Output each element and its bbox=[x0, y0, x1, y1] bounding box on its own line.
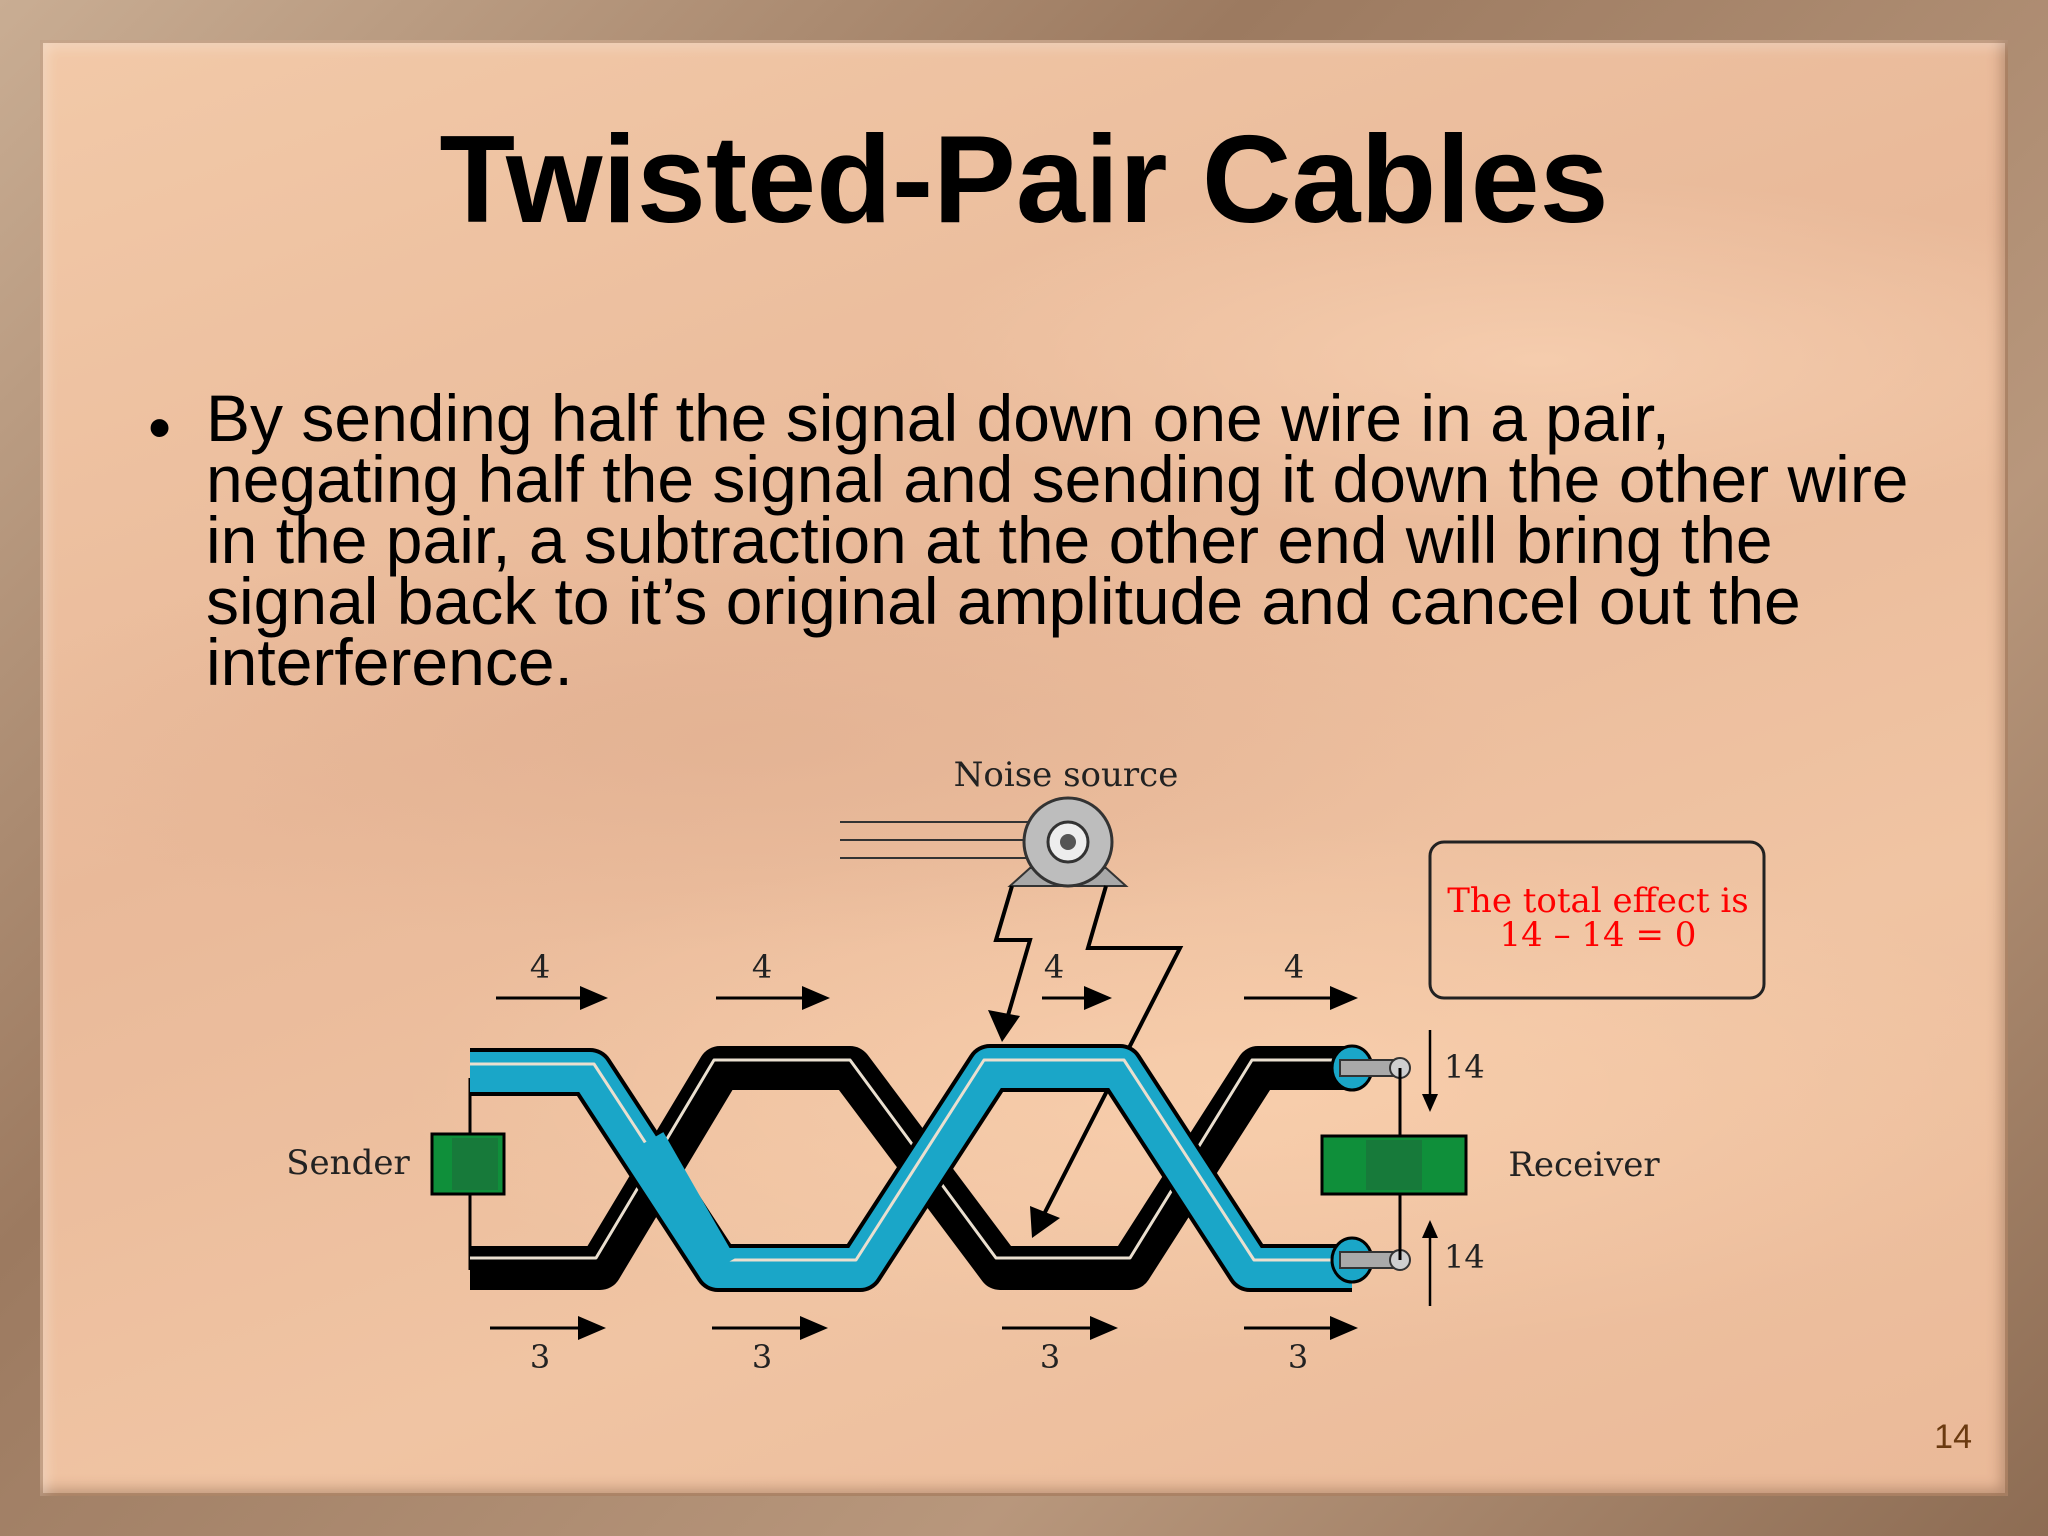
blue-wire bbox=[470, 1048, 1352, 1288]
receiver-label: Receiver bbox=[1508, 1145, 1660, 1185]
sender-label: Sender bbox=[286, 1143, 410, 1183]
arrow-right-icon bbox=[802, 986, 830, 1010]
receiver-bottom-value: 14 bbox=[1444, 1238, 1485, 1276]
total-effect-line1: The total effect is bbox=[1447, 881, 1748, 921]
arrow-right-icon bbox=[1330, 986, 1358, 1010]
slide-title: Twisted-Pair Cables bbox=[439, 111, 1609, 249]
noise-source-label: Noise source bbox=[954, 755, 1179, 795]
bullet-marker: • bbox=[148, 390, 172, 464]
arrow-up-icon bbox=[1422, 1220, 1438, 1238]
receiver-top-value: 14 bbox=[1444, 1048, 1485, 1086]
arrow-right-icon bbox=[1330, 1316, 1358, 1340]
blue-wire-highlight bbox=[470, 1058, 1352, 1262]
total-effect-box bbox=[1428, 840, 1766, 1000]
bottom-value-2: 3 bbox=[752, 1338, 772, 1376]
top-value-2: 4 bbox=[752, 948, 772, 986]
top-value-1: 4 bbox=[530, 948, 550, 986]
receiver-device-core bbox=[1366, 1140, 1422, 1190]
bottom-value-4: 3 bbox=[1288, 1338, 1308, 1376]
total-effect-line2: 14 – 14 = 0 bbox=[1500, 915, 1697, 955]
page-number: 14 bbox=[1934, 1418, 1972, 1456]
top-value-4: 4 bbox=[1284, 948, 1304, 986]
top-value-3: 4 bbox=[1044, 948, 1064, 986]
bottom-value-1: 3 bbox=[530, 1338, 550, 1376]
top-current-arrows: 4 4 4 4 bbox=[496, 948, 1358, 1010]
twisted-pair-wires bbox=[470, 1044, 1411, 1292]
bottom-current-arrows: 3 3 3 3 bbox=[490, 1316, 1358, 1376]
arrow-right-icon bbox=[578, 1316, 606, 1340]
blue-wire-crossing bbox=[628, 1132, 736, 1278]
sender-device-core bbox=[452, 1138, 498, 1190]
arrow-right-icon bbox=[1084, 986, 1112, 1010]
arrow-right-icon bbox=[800, 1316, 828, 1340]
receiver-current-arrows: 14 14 bbox=[1422, 1030, 1485, 1306]
arrow-down-icon bbox=[1422, 1094, 1438, 1112]
bottom-value-3: 3 bbox=[1040, 1338, 1060, 1376]
arrow-right-icon bbox=[580, 986, 608, 1010]
bullet-text: By sending half the signal down one wire… bbox=[206, 381, 1909, 699]
noise-source-icon bbox=[840, 796, 1129, 888]
arrow-right-icon bbox=[1090, 1316, 1118, 1340]
